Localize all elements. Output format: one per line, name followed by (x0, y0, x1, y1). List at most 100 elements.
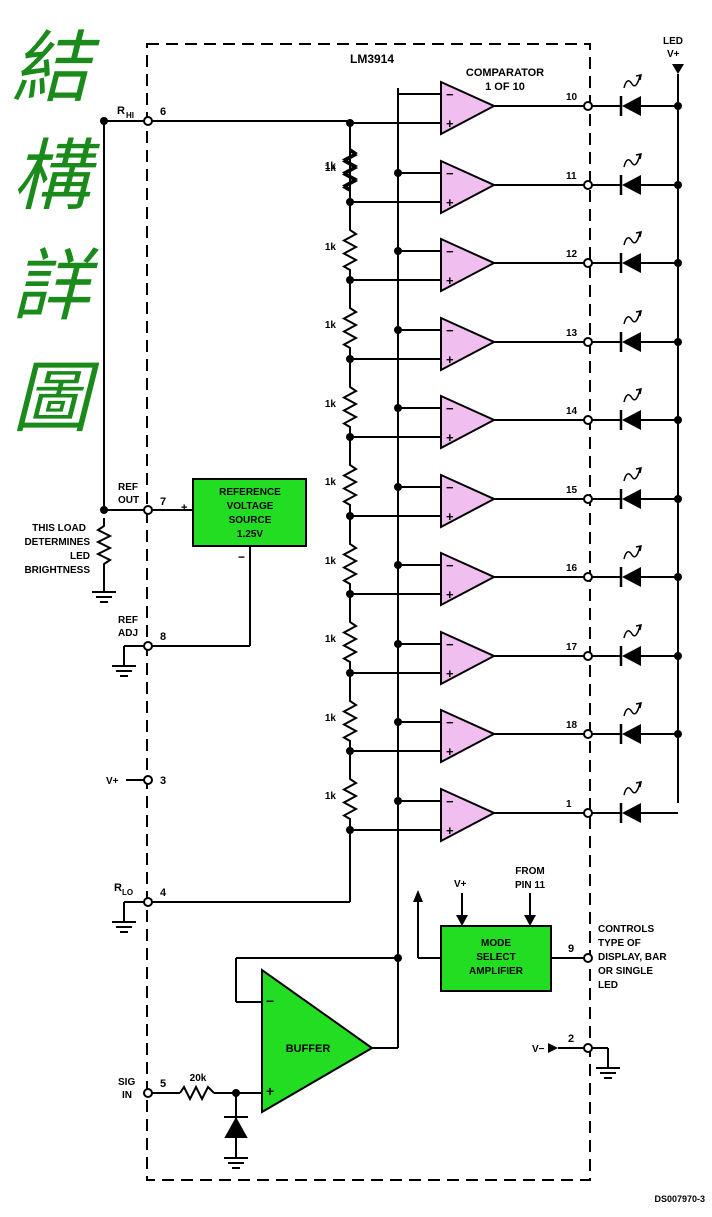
pin-17-terminal (583, 651, 593, 661)
mode-from-arrow (524, 915, 536, 926)
output-pin-number: 14 (566, 406, 578, 417)
pin-3-terminal (143, 775, 153, 785)
ladder-resistor-1 (341, 121, 359, 191)
output-pin-number: 11 (566, 171, 577, 182)
ground-icon (112, 921, 136, 933)
comparator-plus-sign: + (446, 587, 454, 602)
comparator-minus-sign: − (446, 480, 454, 495)
led-supply-label: LED (663, 36, 683, 47)
comparator-plus-sign: + (446, 195, 454, 210)
led-diode-icon (622, 567, 641, 587)
comparator-minus-sign: − (446, 244, 454, 259)
sig-resistor (179, 1084, 215, 1102)
comparator-1 (440, 80, 497, 136)
title-char-1: 結 (12, 24, 91, 114)
ref-plus-sign: + (181, 502, 187, 514)
controls-note-3: DISPLAY, BAR (598, 952, 667, 963)
pin-refadj-label-2: ADJ (118, 628, 138, 639)
comparator-6 (440, 473, 497, 529)
comparator-plus-sign: + (446, 509, 454, 524)
comparator-minus-sign: − (446, 323, 454, 338)
comparator-8 (440, 630, 497, 686)
comparator-minus-sign: − (446, 558, 454, 573)
pin-vminus-label: V− (532, 1044, 545, 1055)
comparator-plus-sign: + (446, 352, 454, 367)
chip-label: LM3914 (350, 52, 394, 66)
pin-18-terminal (583, 729, 593, 739)
ladder-resistor-label: 1k (325, 161, 337, 172)
comparator-10 (440, 787, 497, 843)
reference-line-2: VOLTAGE (227, 501, 274, 512)
light-emission-icon (623, 74, 642, 89)
comparator-label-1: COMPARATOR (466, 67, 544, 79)
reference-line-3: SOURCE (229, 515, 272, 526)
ladder-resistor-label: 1k (325, 791, 337, 802)
comparator-minus-sign: − (446, 715, 454, 730)
mode-line-2: SELECT (476, 952, 515, 963)
pin-4-terminal (143, 897, 153, 907)
light-emission-icon (623, 545, 642, 560)
pin-14-terminal (583, 415, 593, 425)
mode-output-arrow (413, 890, 423, 902)
comparator-plus-sign: + (446, 666, 454, 681)
ladder-resistor-8 (341, 594, 359, 673)
pin-6-number: 6 (160, 106, 166, 118)
mode-line-3: AMPLIFIER (469, 966, 524, 977)
output-pin-number: 16 (566, 563, 578, 574)
output-pin-number: 10 (566, 92, 578, 103)
led-supply-sup: V+ (667, 49, 680, 60)
comparator-minus-sign: − (446, 637, 454, 652)
light-emission-icon (623, 781, 642, 796)
ladder-resistor-label: 1k (325, 556, 337, 567)
title-char-4: 圖 (12, 354, 91, 444)
comparator-plus-sign: + (446, 116, 454, 131)
load-note-2: DETERMINES (24, 537, 90, 548)
ground-icon (112, 665, 136, 677)
buffer-minus-sign: − (266, 993, 274, 1009)
title-char-3: 詳 (12, 242, 91, 332)
pin-8-terminal (143, 641, 153, 651)
ground-icon (596, 1067, 620, 1079)
comparator-9 (440, 708, 497, 764)
pin-2-terminal (583, 1043, 593, 1053)
led-diode-icon (622, 332, 641, 352)
pin-9-number: 9 (568, 943, 574, 955)
led-diode-icon (622, 96, 641, 116)
ref-minus-sign: − (238, 550, 245, 564)
controls-note-2: TYPE OF (598, 938, 641, 949)
ladder-resistor-label: 1k (325, 634, 337, 645)
pin-7-number: 7 (160, 496, 166, 508)
led-diode-icon (622, 175, 641, 195)
controls-note-4: OR SINGLE (598, 966, 653, 977)
output-pin-number: 1 (566, 799, 572, 810)
mode-from-2: PIN 11 (515, 880, 545, 891)
load-note-3: LED (70, 551, 90, 562)
ladder-resistor-9 (341, 673, 359, 751)
pin-sig-label-2: IN (122, 1090, 132, 1101)
ladder-resistor-7 (341, 516, 359, 594)
led-diode-icon (622, 724, 641, 744)
output-pin-number: 18 (566, 720, 578, 731)
comparator-label-2: 1 OF 10 (485, 81, 525, 93)
controls-note-1: CONTROLS (598, 924, 654, 935)
comparator-4 (440, 316, 497, 372)
comparator-5 (440, 394, 497, 450)
ladder-resistor-10 (341, 751, 359, 880)
title-char-2: 構 (12, 132, 91, 222)
pin-rhi-sub: HI (126, 111, 134, 120)
comparator-7 (440, 551, 497, 607)
led-diode-icon (622, 646, 641, 666)
pin-10-terminal (583, 101, 593, 111)
pin-rlo-sub: LO (122, 888, 133, 897)
ref-code: DS007970-3 (654, 1194, 705, 1204)
pin-8-number: 8 (160, 631, 166, 643)
reference-line-1: REFERENCE (219, 487, 281, 498)
pin-15-terminal (583, 494, 593, 504)
ladder-resistor-6 (341, 437, 359, 516)
light-emission-icon (623, 388, 642, 403)
ladder-resistor-label: 1k (325, 320, 337, 331)
pin-6-terminal (143, 116, 153, 126)
buffer-amplifier (261, 968, 374, 1114)
